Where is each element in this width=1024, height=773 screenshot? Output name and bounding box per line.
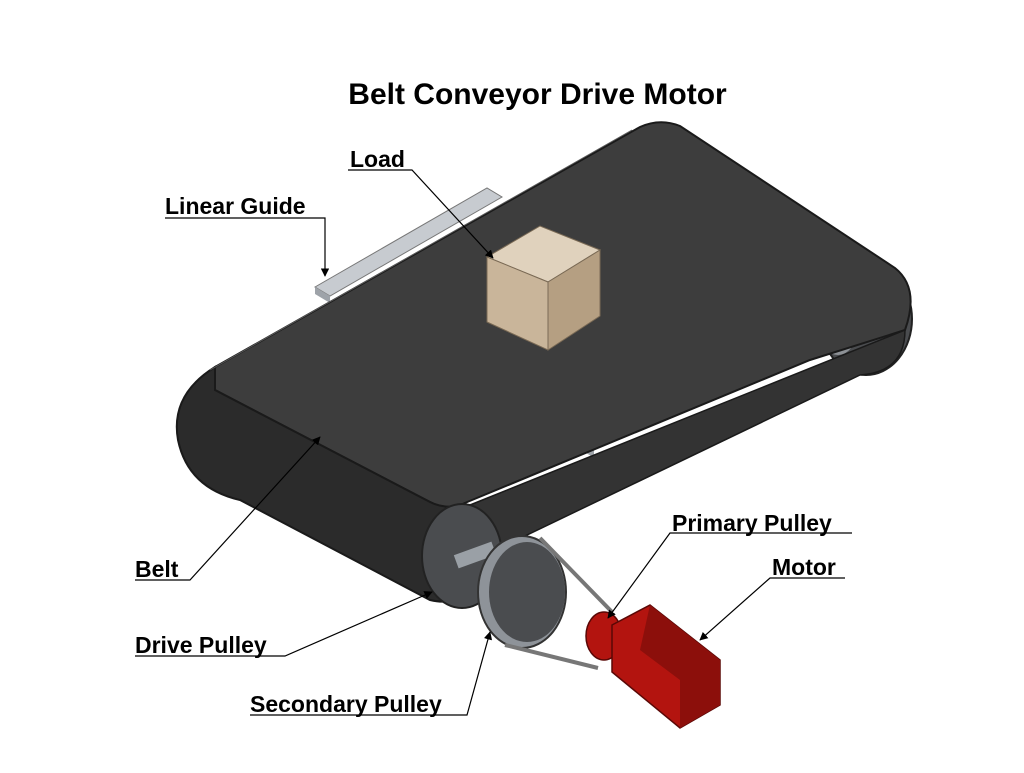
leader-lines: [135, 169, 852, 716]
label-secondary-pulley: Secondary Pulley: [250, 691, 442, 717]
label-drive-pulley: Drive Pulley: [135, 632, 267, 658]
diagram-title: Belt Conveyor Drive Motor: [348, 78, 727, 111]
v-belt: [504, 536, 614, 670]
label-load: Load: [350, 146, 405, 172]
label-motor: Motor: [772, 554, 836, 580]
label-belt: Belt: [135, 556, 179, 582]
label-linear-guide: Linear Guide: [165, 193, 306, 219]
motor-shape: [585, 604, 721, 729]
secondary-pulley-shape: [477, 535, 567, 649]
load-box: [485, 225, 602, 351]
label-primary-pulley: Primary Pulley: [672, 510, 832, 536]
